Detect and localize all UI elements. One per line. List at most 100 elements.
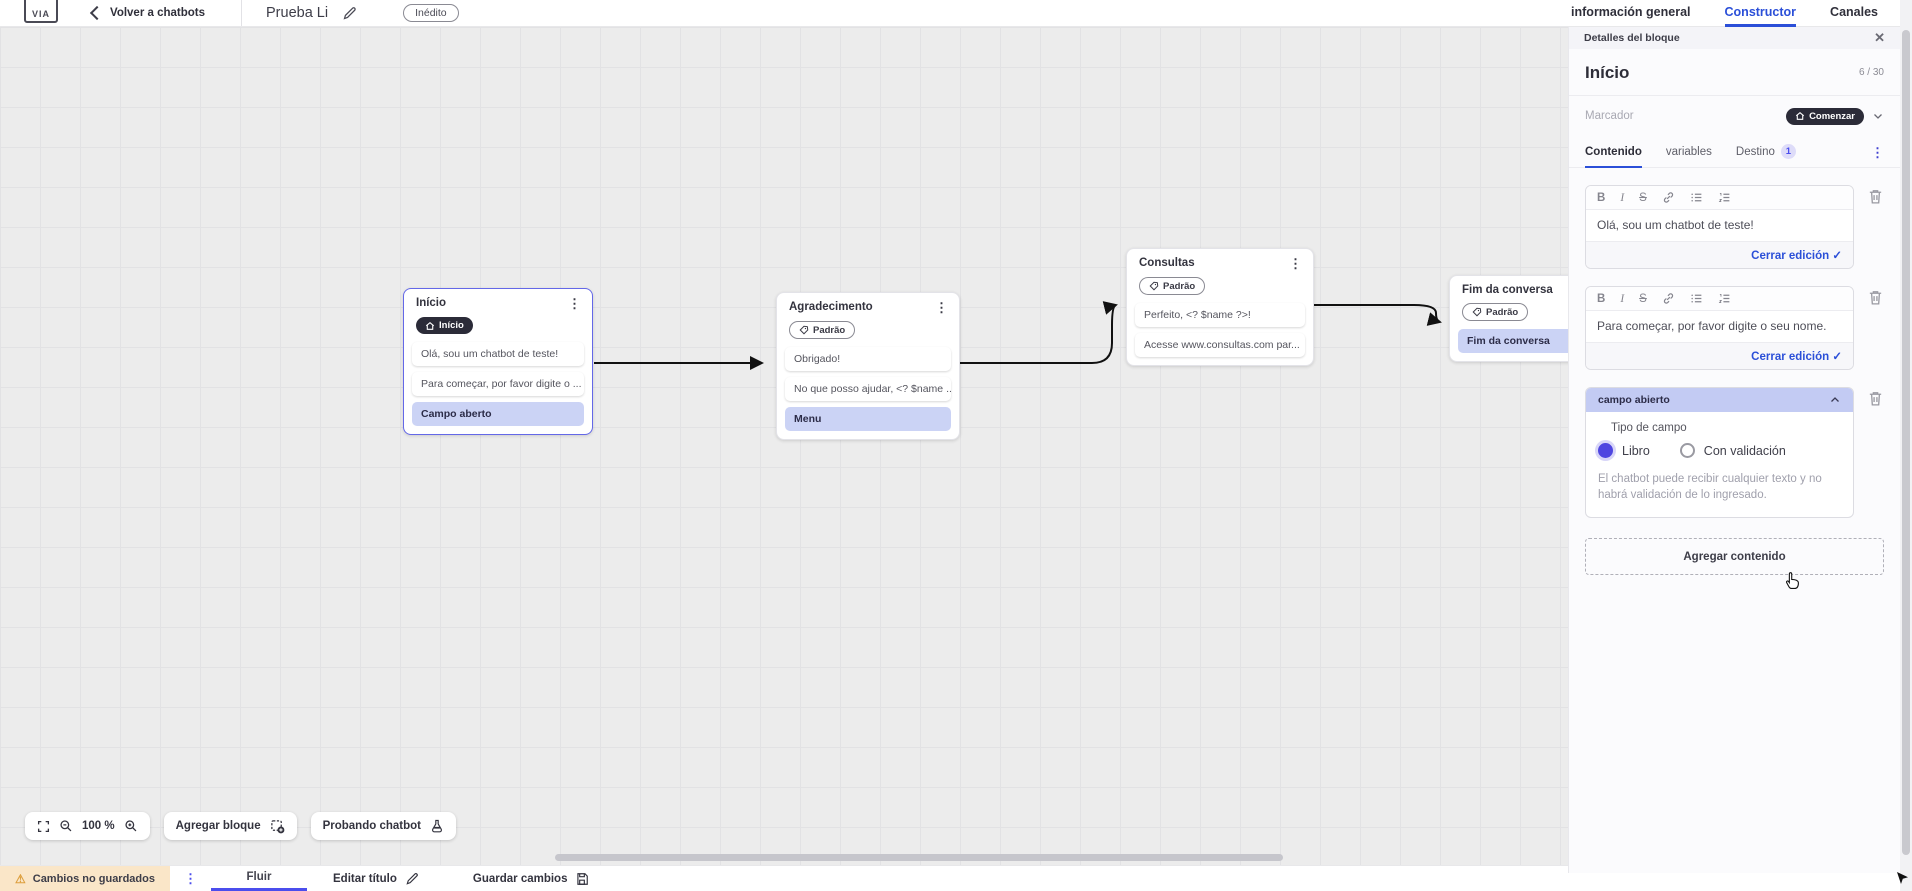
bold-icon[interactable]: B: [1597, 292, 1606, 305]
check-icon: ✓: [1832, 351, 1842, 363]
tab-contenido[interactable]: Contenido: [1585, 138, 1642, 168]
node-menu-icon[interactable]: ⋮: [568, 296, 581, 311]
field-type-description: El chatbot puede recibir cualquier texto…: [1598, 473, 1822, 501]
panel-titlebar: Detalles del bloque ✕: [1569, 27, 1900, 49]
zoom-out-icon[interactable]: [59, 819, 73, 833]
radio-unselected-icon: [1679, 443, 1695, 458]
bullet-list-icon[interactable]: [1690, 191, 1703, 204]
tab-constructor[interactable]: Constructor: [1724, 0, 1797, 27]
tab-destino-label: Destino: [1735, 145, 1775, 158]
zoom-in-icon[interactable]: [124, 819, 138, 833]
node-content-item[interactable]: Para começar, por favor digite o ...: [412, 372, 584, 396]
node-agradecimento[interactable]: Agradecimento ⋮ Padrão Obrigado! No que …: [776, 292, 960, 440]
node-title: Fim da conversa: [1462, 284, 1553, 296]
link-icon[interactable]: [1662, 191, 1675, 204]
save-icon: [577, 872, 589, 885]
node-menu-item[interactable]: Menu: [785, 407, 951, 431]
edit-title-label: Editar título: [333, 872, 397, 885]
delete-content-icon[interactable]: [1867, 390, 1884, 407]
node-title: Início: [416, 297, 447, 309]
italic-icon[interactable]: I: [1620, 292, 1625, 305]
tab-canales[interactable]: Canales: [1830, 5, 1878, 19]
flow-menu-icon[interactable]: ⋮: [184, 870, 197, 886]
message-text-input[interactable]: Olá, sou um chatbot de teste!: [1586, 210, 1853, 241]
save-changes-button[interactable]: Guardar cambios: [473, 866, 590, 891]
destino-count-badge: 1: [1780, 144, 1796, 159]
back-to-chatbots-button[interactable]: Volver a chatbots: [89, 5, 205, 21]
panel-tabs-menu-icon[interactable]: ⋮: [1871, 144, 1884, 160]
edit-title-button[interactable]: Editar título: [333, 866, 419, 891]
radio-option-libro[interactable]: Libro: [1598, 443, 1650, 458]
delete-content-icon[interactable]: [1867, 289, 1884, 306]
bot-title: Prueba Li: [266, 5, 329, 21]
app-logo-text: VIA: [31, 9, 50, 19]
open-field-title: campo abierto: [1598, 394, 1670, 406]
node-inicio[interactable]: Início ⋮ Início Olá, sou um chatbot de t…: [403, 288, 593, 435]
node-consultas[interactable]: Consultas ⋮ Padrão Perfeito, <? $name ?>…: [1126, 248, 1314, 366]
close-edit-button[interactable]: Cerrar edición ✓: [1586, 241, 1853, 268]
node-fim-da-conversa[interactable]: Fim da conversa Padrão Fim da conversa: [1449, 275, 1568, 362]
marker-input[interactable]: Marcador: [1585, 110, 1634, 122]
close-edit-label: Cerrar edición: [1751, 250, 1830, 262]
chevron-up-icon: [1831, 397, 1839, 402]
node-title: Agradecimento: [789, 301, 873, 313]
add-content-button[interactable]: Agregar contenido: [1585, 538, 1884, 575]
close-edit-label: Cerrar edición: [1751, 351, 1830, 363]
close-icon[interactable]: ✕: [1874, 30, 1885, 45]
home-icon: [425, 321, 435, 330]
tag-icon: [799, 325, 809, 335]
node-menu-icon[interactable]: ⋮: [935, 300, 948, 315]
radio-option-con-validacion[interactable]: Con validación: [1679, 443, 1786, 458]
tab-variables[interactable]: variables: [1666, 138, 1712, 168]
close-edit-button[interactable]: Cerrar edición ✓: [1586, 342, 1853, 369]
node-content-item[interactable]: Olá, sou um chatbot de teste!: [412, 342, 584, 366]
app-logo[interactable]: VIA: [24, 0, 58, 23]
padrao-badge: Padrão: [789, 321, 856, 339]
test-chatbot-button[interactable]: Probando chatbot: [310, 812, 456, 840]
save-changes-label: Guardar cambios: [472, 872, 568, 885]
editor-toolbar: B I S: [1586, 287, 1853, 311]
add-block-label: Agregar bloque: [175, 820, 261, 832]
ordered-list-icon[interactable]: [1718, 292, 1731, 305]
open-field-card: campo abierto Tipo de campo Libro Con va…: [1585, 387, 1854, 518]
fullscreen-icon[interactable]: [37, 820, 50, 833]
scrollbar-thumb[interactable]: [1902, 30, 1910, 855]
node-content-item[interactable]: Perfeito, <? $name ?>!: [1135, 303, 1305, 327]
header-divider: [241, 0, 243, 26]
comenzar-badge[interactable]: Comenzar: [1786, 107, 1864, 125]
window-scrollbar[interactable]: [1900, 0, 1912, 891]
italic-icon[interactable]: I: [1620, 191, 1625, 204]
open-field-header[interactable]: campo abierto: [1586, 388, 1853, 412]
message-text-input[interactable]: Para começar, por favor digite o seu nom…: [1586, 311, 1841, 342]
node-content-item[interactable]: Obrigado!: [785, 347, 951, 371]
tab-fluir[interactable]: Fluir: [211, 866, 307, 891]
edge-consultas-fim: [1314, 304, 1442, 326]
node-end-item[interactable]: Fim da conversa: [1458, 329, 1568, 353]
bold-icon[interactable]: B: [1597, 191, 1606, 204]
add-block-button[interactable]: Agregar bloque: [163, 812, 297, 840]
node-content-item[interactable]: No que posso ajudar, <? $name ...: [785, 377, 951, 401]
chevron-down-icon[interactable]: [1872, 110, 1884, 122]
node-menu-icon[interactable]: ⋮: [1289, 256, 1302, 271]
top-header: VIA Volver a chatbots Prueba Li Inédito …: [0, 0, 1912, 27]
padrao-badge-label: Padrão: [813, 324, 846, 336]
check-icon: ✓: [1832, 250, 1842, 262]
ordered-list-icon[interactable]: [1718, 191, 1731, 204]
padrao-badge-label: Padrão: [1486, 306, 1519, 318]
node-open-field-item[interactable]: Campo aberto: [412, 402, 584, 426]
block-name[interactable]: Início: [1585, 63, 1630, 82]
flow-canvas[interactable]: Início ⋮ Início Olá, sou um chatbot de t…: [0, 27, 1568, 865]
edit-title-pencil-icon[interactable]: [342, 6, 357, 21]
strikethrough-icon[interactable]: S: [1639, 292, 1647, 305]
node-content-item[interactable]: Acesse www.consultas.com par...: [1135, 333, 1305, 357]
start-badge: Início: [416, 317, 473, 334]
status-badge: Inédito: [403, 4, 459, 22]
delete-content-icon[interactable]: [1867, 188, 1884, 205]
canvas-horizontal-scrollbar[interactable]: [555, 854, 1283, 861]
link-icon[interactable]: [1662, 292, 1675, 305]
tab-destino[interactable]: Destino 1: [1736, 138, 1796, 168]
bullet-list-icon[interactable]: [1690, 292, 1703, 305]
tab-informacion-general[interactable]: información general: [1571, 5, 1691, 19]
strikethrough-icon[interactable]: S: [1639, 191, 1647, 204]
radio-libro-label: Libro: [1622, 443, 1650, 458]
